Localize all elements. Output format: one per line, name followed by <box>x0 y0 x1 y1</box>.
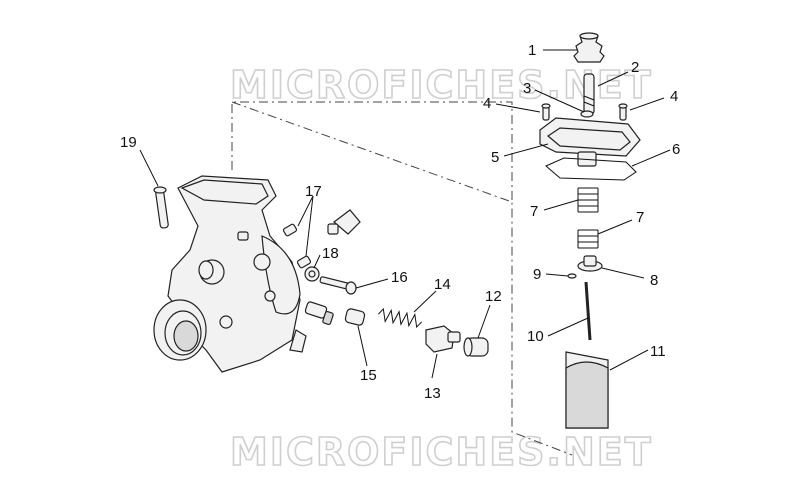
rod-2 <box>583 73 595 115</box>
adjuster-13 <box>425 325 461 353</box>
watermark-top: MICROFICHES.NET <box>230 63 653 107</box>
oring-3 <box>580 110 594 118</box>
carburetor-body <box>153 175 307 373</box>
callout-11: 11 <box>650 343 666 360</box>
screw-4-right <box>618 103 628 121</box>
callout-7-lower: 7 <box>636 209 644 226</box>
cap-12 <box>463 337 489 357</box>
needle-10 <box>584 281 592 341</box>
clip-9 <box>567 273 577 279</box>
leader-lines <box>139 49 671 379</box>
callout-19: 19 <box>120 134 137 151</box>
callout-6: 6 <box>672 141 680 158</box>
spring-14 <box>377 307 423 329</box>
boot-1 <box>573 32 605 63</box>
idle-screw-17 <box>282 223 312 269</box>
screw-16 <box>319 276 357 295</box>
screw-19 <box>153 186 169 229</box>
washer-18 <box>304 266 320 282</box>
retainer-8 <box>577 255 603 272</box>
callout-10: 10 <box>527 328 544 345</box>
callout-2: 2 <box>631 59 639 76</box>
callout-18: 18 <box>322 245 339 262</box>
callout-4-right: 4 <box>670 88 678 105</box>
callout-8: 8 <box>650 272 658 289</box>
elbow-fitting <box>327 209 361 235</box>
callout-15: 15 <box>360 367 377 384</box>
callout-4-left: 4 <box>483 95 491 112</box>
jet-15 <box>344 308 366 326</box>
screw-4-left <box>541 103 551 121</box>
slide-11 <box>565 351 609 429</box>
callout-12: 12 <box>485 288 502 305</box>
callout-16: 16 <box>391 269 408 286</box>
callout-9: 9 <box>533 266 541 283</box>
nozzle-fitting <box>304 301 334 326</box>
callout-1: 1 <box>528 42 536 59</box>
spring-7-upper <box>577 187 599 213</box>
callout-7-upper: 7 <box>530 203 538 220</box>
gasket-6 <box>545 157 637 181</box>
callout-5: 5 <box>491 149 499 166</box>
assembly-boundary <box>231 101 513 202</box>
top-cover-5 <box>539 117 641 167</box>
callout-17: 17 <box>305 183 322 200</box>
callout-3: 3 <box>523 80 531 97</box>
assembly-boundary-lower <box>231 101 573 456</box>
callout-labels: 1 2 3 4 4 5 6 7 7 8 9 10 11 12 13 14 15 … <box>120 42 680 402</box>
callout-13: 13 <box>424 385 441 402</box>
spring-7-lower <box>577 229 599 249</box>
watermark-bottom: MICROFICHES.NET <box>230 430 653 474</box>
callout-14: 14 <box>434 276 451 293</box>
